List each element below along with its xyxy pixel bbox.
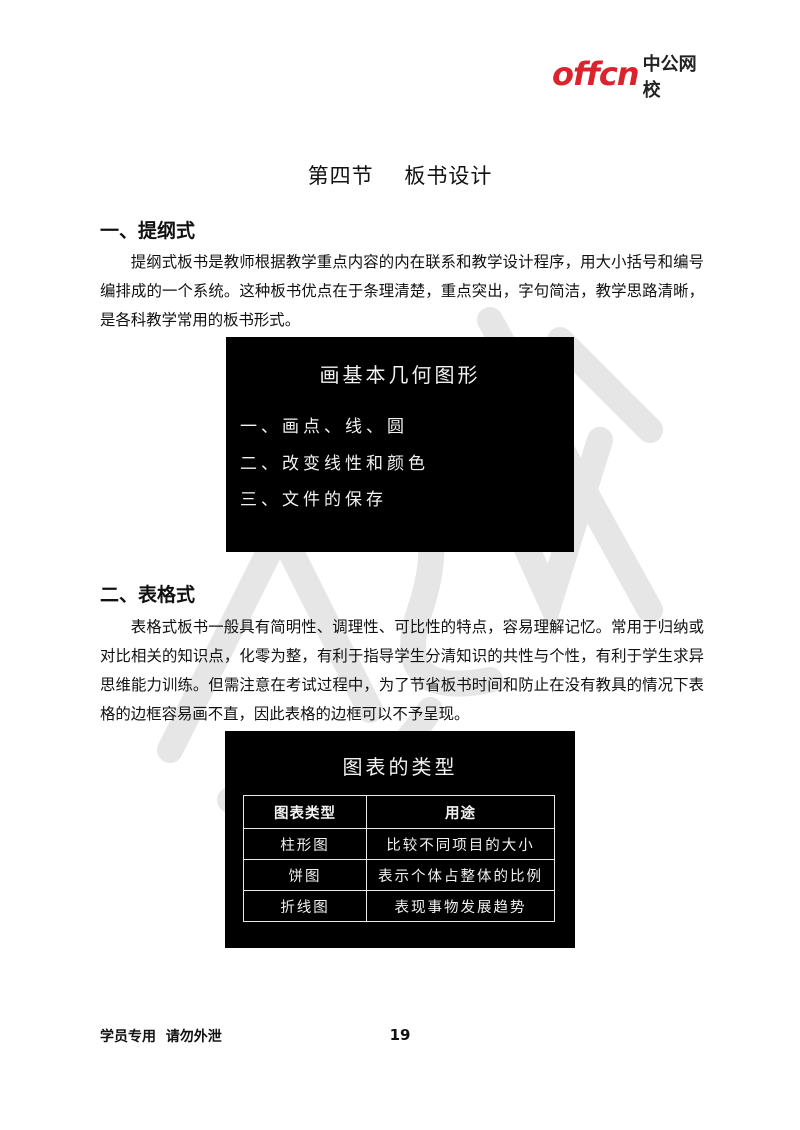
section-paragraph-outline: 提纲式板书是教师根据教学重点内容的内在联系和教学设计程序，用大小括号和编号编排成… — [100, 253, 704, 329]
board-item: 二、改变线性和颜色 — [240, 454, 429, 474]
page-number: 19 — [389, 1026, 411, 1044]
board-title: 画基本几何图形 — [319, 363, 481, 387]
table-row: 柱形图 比较不同项目的大小 — [243, 828, 555, 860]
footer-notice: 学员专用 请勿外泄 — [100, 1029, 222, 1045]
table-header-cell: 用途 — [366, 795, 555, 829]
logo-latin-text: offcn — [552, 55, 640, 93]
chart-types-table: 图表类型 用途 柱形图 比较不同项目的大小 饼图 表示个体占整体的比例 折线图 … — [243, 795, 555, 922]
table-header-row: 图表类型 用途 — [243, 795, 555, 829]
logo-cn-text: 中公网校 — [642, 54, 697, 101]
section-paragraph-table: 表格式板书一般具有简明性、调理性、可比性的特点，容易理解记忆。常用于归纳或对比相… — [100, 618, 704, 723]
blackboard-outline-example: 画基本几何图形 一、画点、线、圆 二、改变线性和颜色 三、文件的保存 — [226, 337, 574, 552]
table-row: 饼图 表示个体占整体的比例 — [243, 859, 555, 891]
section-heading-table: 二、表格式 — [100, 584, 196, 606]
table-cell: 饼图 — [243, 859, 367, 891]
table-header-cell: 图表类型 — [243, 795, 367, 829]
table-cell: 表现事物发展趋势 — [366, 890, 555, 922]
chapter-title: 第四节 板书设计 — [307, 164, 493, 188]
table-row: 折线图 表现事物发展趋势 — [243, 890, 555, 922]
table-cell: 比较不同项目的大小 — [366, 828, 555, 860]
table-cell: 柱形图 — [243, 828, 367, 860]
table-cell: 折线图 — [243, 890, 367, 922]
blackboard-table-example: 图表的类型 图表类型 用途 柱形图 比较不同项目的大小 饼图 表示个体占整体的比… — [225, 731, 575, 948]
board-item: 一、画点、线、圆 — [240, 417, 408, 437]
table-cell: 表示个体占整体的比例 — [366, 859, 555, 891]
board-item: 三、文件的保存 — [240, 490, 387, 510]
board-title: 图表的类型 — [342, 755, 458, 779]
brand-logo: offcn 中公网校 — [552, 52, 712, 101]
section-heading-outline: 一、提纲式 — [100, 220, 196, 242]
